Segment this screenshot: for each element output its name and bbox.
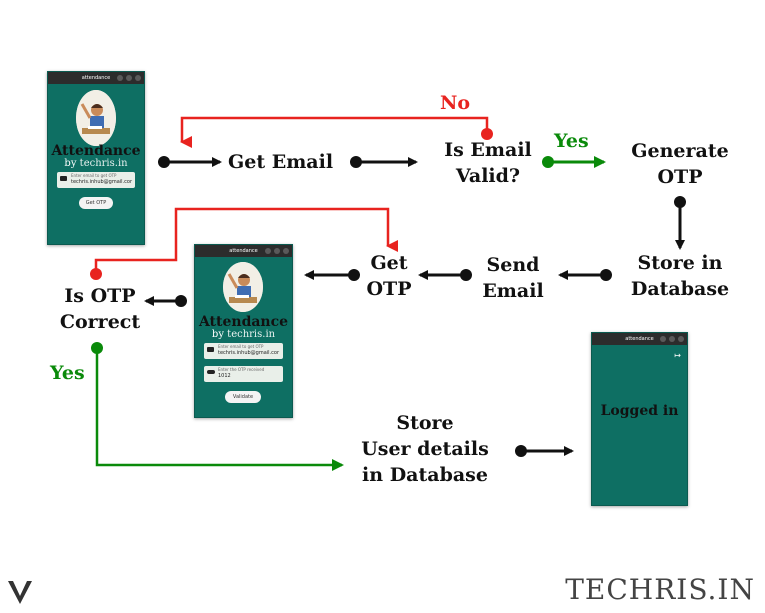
- node-store-user-details: Store User details in Database: [350, 410, 500, 488]
- app-by: by: [211, 329, 224, 340]
- email-field[interactable]: Enter email to get OTP techris.inhub@gma…: [57, 172, 135, 188]
- node-generate-otp: Generate OTP: [624, 138, 736, 190]
- window-title: attendance: [229, 248, 258, 254]
- node-store-user-line2: User details: [361, 438, 489, 460]
- arrow-window2-to-is-otp-correct: [144, 295, 187, 307]
- maximize-icon[interactable]: [274, 248, 280, 254]
- app-mascot-image: [223, 262, 263, 312]
- edge-label-no-text: No: [440, 92, 471, 114]
- otp-field[interactable]: Enter the OTP received 1012: [204, 366, 283, 382]
- arrow-get-email-to-is-email-valid: [350, 156, 418, 168]
- maximize-icon[interactable]: [126, 75, 132, 81]
- arrow-otp-yes-to-store-user: [91, 342, 344, 471]
- email-field-value: techris.inhub@gmail.cor: [218, 350, 280, 356]
- app-by-line: by techris.in: [195, 329, 292, 340]
- window-title: attendance: [81, 75, 111, 81]
- validate-button[interactable]: Validate: [225, 391, 261, 403]
- node-is-email-valid: Is Email Valid?: [434, 137, 542, 189]
- email-field-value: techris.inhub@gmail.cor: [71, 179, 133, 185]
- app-window-get-otp: attendance Attendance by techris.in Ente…: [47, 71, 145, 245]
- node-store-db-line1: Store in: [637, 252, 723, 274]
- node-get-email-text: Get Email: [228, 151, 334, 173]
- key-icon: [207, 370, 215, 374]
- mail-icon: [60, 176, 67, 181]
- app-window-logged-in: attendance ↦ Logged in: [591, 332, 688, 506]
- node-get-otp-line2: OTP: [366, 278, 412, 300]
- arrow-get-otp-to-window2: [304, 269, 360, 281]
- maximize-icon[interactable]: [669, 336, 675, 342]
- arrow-otp-no-to-get-otp: [90, 207, 398, 280]
- email-field-placeholder: Enter email to get OTP: [71, 173, 117, 178]
- app-brand: techris.in: [227, 329, 276, 340]
- logout-icon[interactable]: ↦: [674, 351, 681, 360]
- email-field[interactable]: Enter email to get OTP techris.inhub@gma…: [204, 343, 283, 359]
- mail-icon: [207, 347, 214, 352]
- edge-label-yes-otp: Yes: [50, 360, 85, 386]
- logged-in-status: Logged in: [600, 403, 679, 419]
- node-generate-otp-line1: Generate: [631, 140, 729, 162]
- footer-brand: TECHRIS.IN: [565, 573, 755, 606]
- edge-label-yes-email-text: Yes: [554, 130, 589, 152]
- email-field-placeholder: Enter email to get OTP: [218, 344, 264, 349]
- edge-label-no: No: [440, 90, 470, 116]
- app-brand: techris.in: [79, 158, 128, 169]
- window-titlebar: attendance: [195, 245, 292, 257]
- arrow-store-db-to-send-email: [558, 269, 612, 281]
- techris-logo-icon: [8, 580, 32, 604]
- edge-label-yes-email: Yes: [554, 128, 589, 154]
- window-titlebar: attendance: [592, 333, 687, 345]
- node-is-email-valid-line1: Is Email: [444, 139, 532, 161]
- arrow-send-email-to-get-otp: [418, 269, 472, 281]
- node-send-email: Send Email: [472, 252, 554, 304]
- app-name: Attendance: [51, 143, 141, 159]
- close-icon[interactable]: [678, 336, 684, 342]
- otp-field-value: 1012: [218, 373, 231, 379]
- minimize-icon[interactable]: [265, 248, 271, 254]
- window-titlebar: attendance: [48, 72, 144, 84]
- arrow-store-user-to-window3: [515, 445, 574, 457]
- node-generate-otp-line2: OTP: [657, 166, 703, 188]
- node-store-db-line2: Database: [630, 278, 730, 300]
- node-is-otp-correct: Is OTP Correct: [48, 283, 152, 335]
- arrow-window1-to-get-email: [158, 156, 222, 168]
- close-icon[interactable]: [135, 75, 141, 81]
- app-mascot-image: [76, 90, 116, 146]
- node-store-user-line1: Store: [396, 412, 454, 434]
- node-is-otp-correct-line2: Correct: [59, 311, 141, 333]
- node-get-otp-line1: Get: [370, 252, 408, 274]
- node-get-otp: Get OTP: [360, 250, 418, 302]
- node-get-email: Get Email: [228, 149, 333, 175]
- node-store-in-database: Store in Database: [624, 250, 736, 302]
- node-send-email-line2: Email: [482, 280, 544, 302]
- minimize-icon[interactable]: [117, 75, 123, 81]
- app-by: by: [64, 158, 77, 169]
- node-is-otp-correct-line1: Is OTP: [64, 285, 136, 307]
- get-otp-button[interactable]: Get OTP: [79, 197, 113, 209]
- arrow-no-to-get-email: [180, 116, 493, 148]
- close-icon[interactable]: [283, 248, 289, 254]
- mascot-icon: [76, 90, 116, 146]
- app-window-validate-otp: attendance Attendance by techris.in Ente…: [194, 244, 293, 418]
- arrow-yes-to-generate-otp: [542, 156, 606, 168]
- window-title: attendance: [625, 336, 654, 342]
- node-send-email-line1: Send: [486, 254, 540, 276]
- node-is-email-valid-line2: Valid?: [455, 165, 521, 187]
- otp-field-placeholder: Enter the OTP received: [218, 367, 265, 372]
- edge-label-yes-otp-text: Yes: [50, 362, 85, 384]
- arrow-generate-otp-to-store-db: [674, 196, 686, 250]
- app-by-line: by techris.in: [48, 158, 144, 169]
- node-store-user-line3: in Database: [362, 464, 488, 486]
- app-name: Attendance: [198, 314, 289, 330]
- minimize-icon[interactable]: [660, 336, 666, 342]
- mascot-icon: [223, 262, 263, 312]
